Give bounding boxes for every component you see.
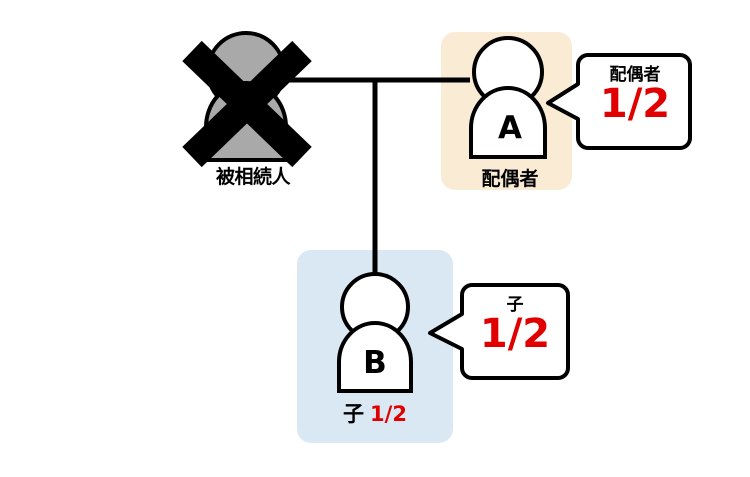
spouse-label: 配偶者	[481, 168, 539, 190]
spouse-letter: A	[498, 110, 522, 146]
spouse-figure	[469, 36, 547, 159]
child-label-share: 1/2	[370, 402, 407, 426]
spouse-body-icon	[469, 86, 547, 159]
spouse-callout-value: 1/2	[599, 81, 671, 127]
child-callout-title: 子	[506, 295, 524, 315]
deceased-label: 被相続人	[215, 166, 291, 188]
child-callout-value: 1/2	[479, 311, 551, 357]
deceased-figure	[182, 31, 312, 168]
connector-group	[272, 77, 470, 281]
child-body-icon	[337, 321, 413, 393]
child-letter: B	[363, 345, 387, 381]
deceased-cross-icon-2	[182, 40, 312, 168]
spouse-callout-bubble[interactable]	[546, 53, 692, 150]
child-label-text: 子	[343, 402, 365, 426]
spouse-callout-title: 配偶者	[609, 65, 661, 85]
child-callout-bubble[interactable]	[428, 283, 570, 380]
child-figure	[337, 272, 413, 393]
